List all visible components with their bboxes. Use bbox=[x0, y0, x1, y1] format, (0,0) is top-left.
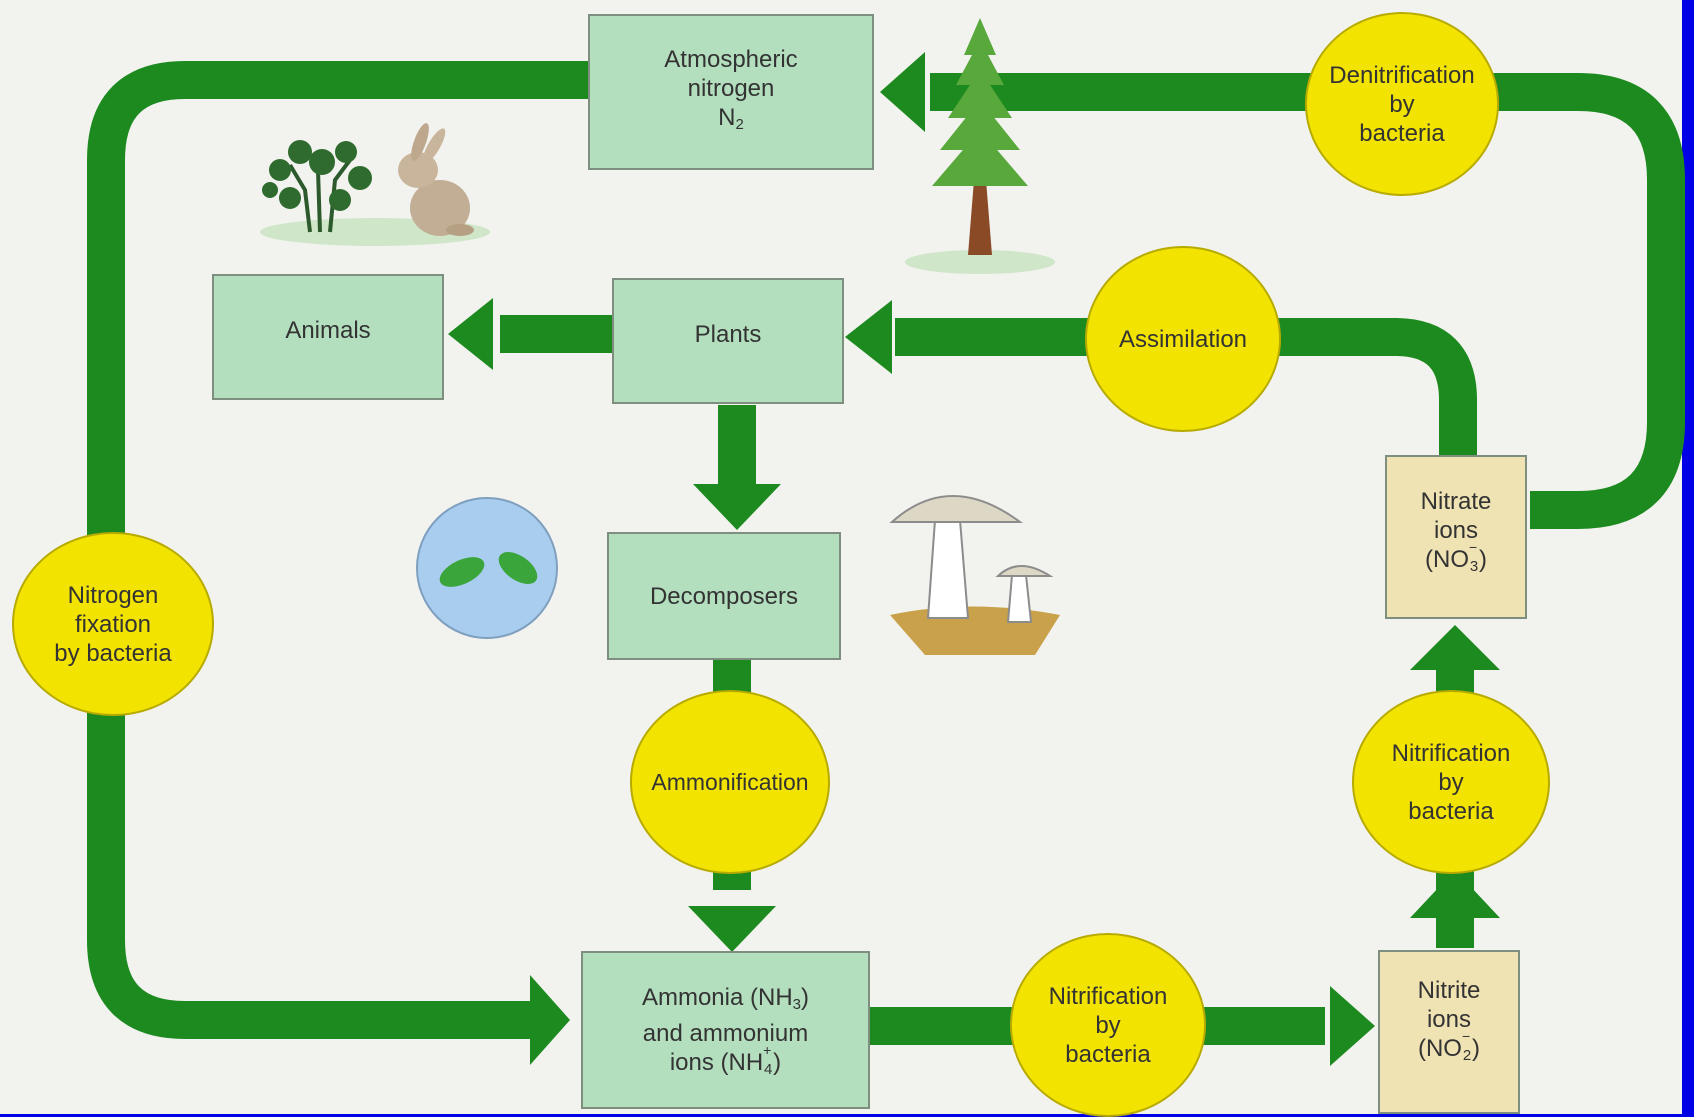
mushroom-icon bbox=[889, 495, 1060, 655]
fixation-line-1: Nitrogen bbox=[67, 581, 159, 609]
ammonia-box: Ammonia (NH3) and ammonium ions (NH+4) bbox=[581, 951, 870, 1109]
assimilation-line bbox=[895, 318, 1477, 455]
nitrite-line-1: Nitrite bbox=[1417, 977, 1481, 1004]
denitrification-arrowhead bbox=[880, 52, 925, 132]
denitrification-return-line bbox=[930, 73, 1685, 529]
nitrate-ions-box: Nitrate ions (NO−3) bbox=[1385, 455, 1527, 619]
nitrification-bottom-line-2: by bbox=[1095, 1011, 1121, 1039]
decomposers-box: Decomposers bbox=[607, 532, 841, 660]
nitrification-arrowhead-lower bbox=[1410, 870, 1500, 918]
plants-label: Plants bbox=[694, 321, 762, 348]
nitrate-arrowhead bbox=[1410, 625, 1500, 670]
bacteria-icon bbox=[416, 497, 558, 639]
decomposers-label: Decomposers bbox=[649, 582, 799, 610]
atmospheric-line-1: Atmospheric bbox=[664, 46, 798, 73]
ammonification-circle: Ammonification bbox=[630, 690, 830, 874]
animals-box: Animals bbox=[212, 274, 444, 400]
nitrate-line-2: ions bbox=[1433, 517, 1479, 544]
nitrification-bottom-line-1: Nitrification bbox=[1048, 982, 1168, 1010]
nitrification-right-line-1: Nitrification bbox=[1391, 739, 1511, 767]
nitrogen-fixation-circle: Nitrogen fixation by bacteria bbox=[12, 532, 214, 716]
nitrification-right-line-2: by bbox=[1438, 768, 1464, 796]
assimilation-arrowhead bbox=[845, 300, 892, 374]
ammonia-line-1: Ammonia (NH3) bbox=[641, 984, 810, 1013]
ammonia-arrowhead bbox=[688, 906, 776, 952]
animals-arrowhead bbox=[448, 298, 493, 370]
nitrate-line-1: Nitrate bbox=[1420, 488, 1492, 515]
nitrification-circle-right: Nitrification by bacteria bbox=[1352, 690, 1550, 874]
ammonia-line-3: ions (NH+4) bbox=[669, 1042, 782, 1078]
ammonification-label: Ammonification bbox=[651, 768, 809, 795]
atmospheric-nitrogen-box: Atmospheric nitrogen N2 bbox=[588, 14, 874, 170]
nitrification-right-line-3: bacteria bbox=[1408, 797, 1494, 825]
nitrite-line-2: ions bbox=[1426, 1006, 1471, 1033]
nitrite-ions-box: Nitrite ions (NO−2) bbox=[1378, 950, 1520, 1114]
denitrification-line-2: by bbox=[1389, 90, 1415, 118]
plants-box: Plants bbox=[612, 278, 844, 404]
plant-and-rabbit-icon bbox=[260, 123, 490, 246]
nitrite-arrowhead bbox=[1330, 986, 1375, 1066]
fixation-line-3: by bacteria bbox=[54, 639, 172, 667]
ammonia-line-2: and ammonium bbox=[642, 1020, 809, 1047]
animals-label: Animals bbox=[285, 317, 371, 344]
assimilation-circle: Assimilation bbox=[1085, 246, 1281, 432]
nitrate-formula: (NO−3) bbox=[1425, 539, 1487, 575]
atmospheric-formula: N2 bbox=[718, 104, 744, 133]
assimilation-label: Assimilation bbox=[1118, 325, 1248, 353]
nitrite-formula: (NO−2) bbox=[1417, 1028, 1480, 1064]
denitrification-line-3: bacteria bbox=[1359, 119, 1445, 147]
atmospheric-line-2: nitrogen bbox=[687, 75, 775, 102]
nitrification-circle-bottom: Nitrification by bacteria bbox=[1010, 933, 1206, 1117]
tree-icon bbox=[905, 18, 1055, 274]
denitrification-circle: Denitrification by bacteria bbox=[1305, 12, 1499, 196]
fixation-arrowhead bbox=[530, 975, 570, 1065]
denitrification-line-1: Denitrification bbox=[1329, 61, 1475, 89]
nitrification-bottom-line-3: bacteria bbox=[1065, 1040, 1151, 1068]
fixation-line-2: fixation bbox=[74, 610, 152, 638]
decomposers-arrowhead bbox=[693, 484, 781, 530]
